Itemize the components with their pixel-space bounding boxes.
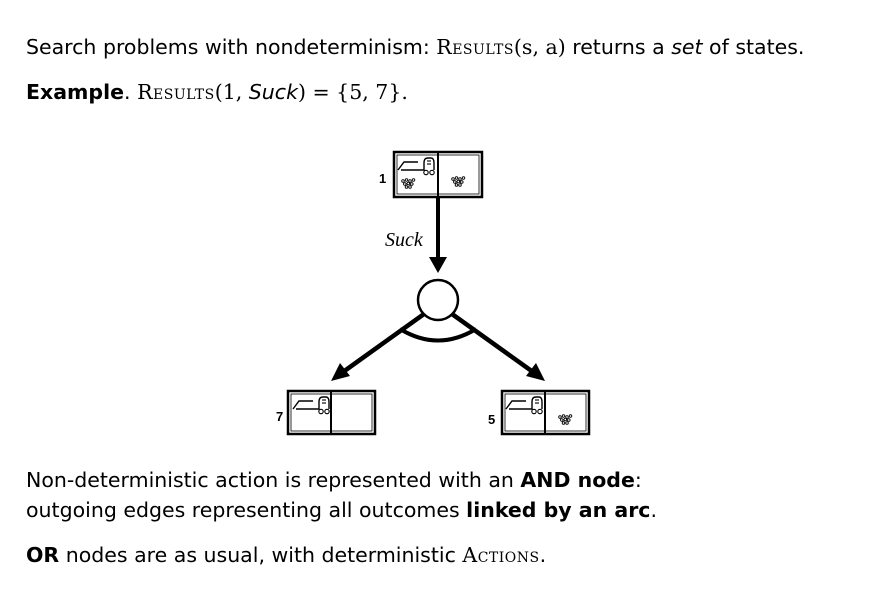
arrow-head-icon xyxy=(331,363,350,381)
results-function-name-2: Results xyxy=(137,80,215,104)
line-results-definition: Search problems with nondeterminism: Res… xyxy=(26,35,804,59)
or-term: OR xyxy=(26,543,60,567)
and-node-term: AND node xyxy=(520,468,635,492)
line-and-node-explanation: Non-deterministic action is represented … xyxy=(26,468,642,492)
text-set-emphasis: set xyxy=(671,35,703,59)
state-7: 7 xyxy=(276,389,377,436)
text-period: . xyxy=(650,498,657,522)
state-5-label: 5 xyxy=(488,412,495,427)
results-args: (s, a) xyxy=(513,35,566,59)
text-intro: Search problems with nondeterminism: xyxy=(26,35,437,59)
text-of-states: of states. xyxy=(702,35,805,59)
arrow-head-icon xyxy=(429,257,447,273)
outcome-edge-7 xyxy=(341,312,426,374)
example-label: Example xyxy=(26,80,125,104)
line-outgoing-edges: outgoing edges representing all outcomes… xyxy=(26,498,657,522)
outcome-edge-5 xyxy=(450,312,535,374)
suck-action-label: Suck xyxy=(385,229,424,251)
linked-by-arc-term: linked by an arc xyxy=(466,498,651,522)
example-args-open: (1, xyxy=(214,80,249,104)
text-colon: : xyxy=(634,468,642,492)
text-period-2: . xyxy=(539,543,547,567)
line-or-nodes: OR nodes are as usual, with deterministi… xyxy=(26,543,546,567)
example-result-set: ) = {5, 7}. xyxy=(297,80,408,104)
example-suck-action: Suck xyxy=(248,80,298,104)
text-or-nodes: nodes are as usual, with deterministic xyxy=(59,543,463,567)
state-7-label: 7 xyxy=(276,409,283,424)
text-returns: returns a xyxy=(565,35,672,59)
and-arc xyxy=(398,327,478,343)
actions-function-name: Actions xyxy=(462,543,540,567)
example-dot: . xyxy=(124,80,138,104)
text-outgoing-edges: outgoing edges representing all outcomes xyxy=(26,498,467,522)
and-node-circle xyxy=(416,278,460,322)
results-function-name: Results xyxy=(436,35,514,59)
state-1: 1 xyxy=(379,150,484,199)
state-5: 5 xyxy=(488,389,591,436)
arrow-head-icon xyxy=(526,363,545,381)
state-1-label: 1 xyxy=(379,171,386,186)
text-nondeterministic: Non-deterministic action is represented … xyxy=(26,468,521,492)
line-example: Example. Results(1, Suck) = {5, 7}. xyxy=(26,80,408,104)
